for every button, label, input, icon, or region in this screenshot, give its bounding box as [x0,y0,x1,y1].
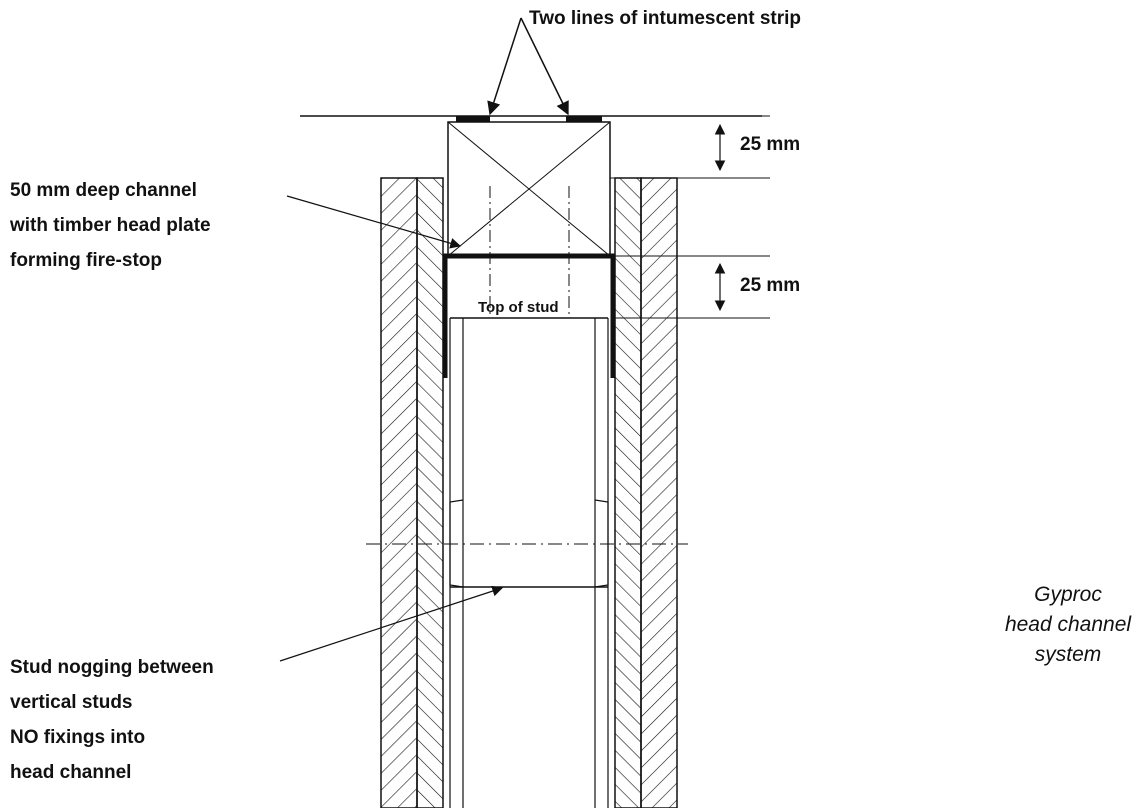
dimension-channel [615,255,770,319]
head-channel [442,253,616,378]
channel-label-line2: with timber head plate [9,215,211,236]
intumescent-strip-right [566,116,602,122]
intumescent-strip-left [456,116,490,122]
nogging-label-line4: head channel [10,762,131,783]
intumescent-label: Two lines of intumescent strip [529,8,801,29]
nogging-label-line1: Stud nogging between [10,657,214,678]
channel-label-line1: 50 mm deep channel [10,180,197,201]
dimension-top-label: 25 mm [740,134,800,155]
stud [449,318,609,808]
channel-label-line3: forming fire-stop [10,250,162,271]
timber-head-plate [447,121,611,257]
top-of-stud-label: Top of stud [478,299,559,316]
caption-line2: head channel [1005,613,1132,636]
right-board [614,177,678,808]
channel-leader [286,195,462,249]
nogging-leader [279,585,504,662]
nogging-label-line3: NO fixings into [10,727,145,748]
intumescent-arrows [487,17,569,116]
dimension-channel-label: 25 mm [740,275,800,296]
caption-line1: Gyproc [1034,583,1102,606]
nogging-label-line2: vertical studs [10,692,133,713]
left-board [380,177,444,808]
caption-line3: system [1035,643,1102,666]
dimension-top [610,115,770,179]
